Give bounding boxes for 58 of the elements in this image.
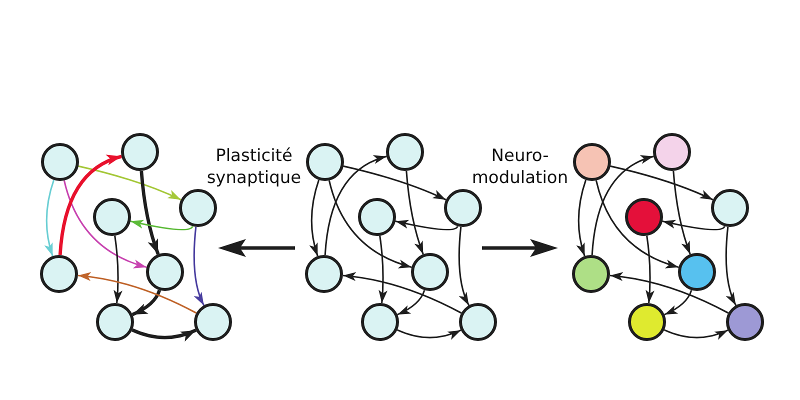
neuron-circle (444, 189, 482, 227)
neuron-circle (41, 143, 79, 181)
neuron-circle (146, 253, 184, 291)
arrow (132, 290, 162, 316)
arrow (193, 226, 205, 306)
arrow (324, 156, 387, 256)
neuron-circle (194, 303, 232, 341)
neuron-circle (361, 303, 399, 341)
arrow (576, 180, 587, 256)
arrow (395, 220, 458, 230)
neuron-circle (628, 303, 666, 341)
arrow (595, 180, 679, 268)
arrow (396, 329, 462, 340)
arrow (63, 180, 147, 268)
neuron-circle (40, 255, 78, 293)
arrow (664, 290, 692, 316)
neuron-circle (711, 189, 749, 227)
neuron-circle (411, 253, 449, 291)
arrow (58, 154, 122, 256)
arrow (591, 156, 654, 256)
arrow (343, 165, 446, 200)
arrow (397, 290, 426, 316)
arrow (664, 329, 728, 340)
arrow (328, 180, 412, 268)
neuron-circle (653, 133, 691, 171)
neuron-circle (572, 255, 610, 293)
arrow (406, 170, 424, 255)
arrow (378, 236, 388, 304)
arrow (132, 328, 197, 342)
neuron-circle (121, 133, 159, 171)
arrow (309, 180, 320, 256)
process-label: Plasticité synaptique (206, 145, 302, 189)
neuron-circle (459, 303, 497, 341)
neuron-circle (726, 303, 764, 341)
arrow (78, 272, 197, 314)
neuron-circle (306, 143, 344, 181)
arrow (140, 170, 160, 255)
arrow (44, 180, 55, 256)
neuron-circle (678, 253, 716, 291)
arrow (78, 165, 182, 200)
neuron-circle (358, 198, 396, 236)
neuron-circle (96, 303, 134, 341)
process-label: Neuro-modulation (470, 145, 570, 189)
arrow (725, 226, 737, 306)
neuron-circle (386, 133, 424, 171)
neuron-circle (305, 255, 343, 293)
arrow (458, 226, 470, 306)
arrow (113, 236, 122, 304)
neuron-circle (93, 198, 131, 236)
arrow (610, 165, 714, 200)
arrow (130, 220, 194, 230)
arrow (342, 272, 462, 314)
arrow (672, 170, 691, 255)
arrow (645, 236, 654, 304)
arrow (610, 272, 729, 314)
neuron-circle (625, 198, 663, 236)
neuron-circle (573, 143, 611, 181)
neuron-circle (179, 189, 217, 227)
